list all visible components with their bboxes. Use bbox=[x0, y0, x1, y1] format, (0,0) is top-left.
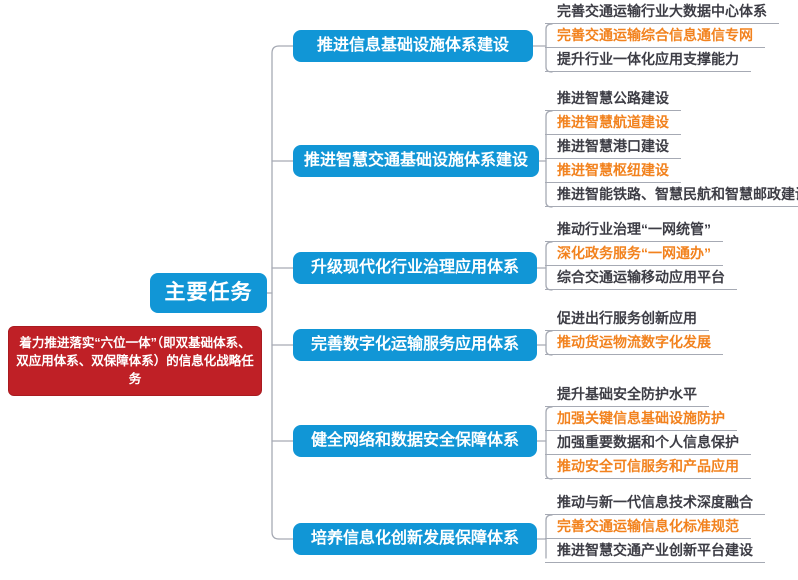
note-box-strategy: 着力推进落实“六位一体”（即双基础体系、双应用体系、双保障体系）的信息化战略任务 bbox=[8, 326, 262, 397]
leaf-node-highlight: 完善交通运输信息化标准规范 bbox=[545, 515, 751, 539]
task-node-2: 推进智慧交通基础设施体系建设 bbox=[293, 145, 539, 177]
leaf-node-highlight: 推动安全可信服务和产品应用 bbox=[545, 455, 751, 479]
task-node-4: 完善数字化运输服务应用体系 bbox=[293, 329, 537, 361]
leaf-node-highlight: 深化政务服务“一网通办” bbox=[545, 242, 723, 266]
leaf-node-highlight: 推进智慧枢纽建设 bbox=[545, 159, 681, 183]
leaf-node: 推进智慧公路建设 bbox=[545, 87, 681, 111]
leaf-node: 推动与新一代信息技术深度融合 bbox=[545, 491, 765, 515]
leaf-node: 综合交通运输移动应用平台 bbox=[545, 266, 737, 290]
root-node-main-tasks: 主要任务 bbox=[150, 273, 267, 313]
leaf-node: 推进智慧交通产业创新平台建设 bbox=[545, 539, 765, 563]
task-node-3: 升级现代化行业治理应用体系 bbox=[293, 252, 537, 284]
leaf-node-highlight: 推动货运物流数字化发展 bbox=[545, 331, 723, 355]
task-node-6: 培养信息化创新发展保障体系 bbox=[293, 523, 537, 555]
leaf-node: 加强重要数据和个人信息保护 bbox=[545, 431, 751, 455]
leaf-node: 促进出行服务创新应用 bbox=[545, 307, 709, 331]
leaf-node-highlight: 推进智慧航道建设 bbox=[545, 111, 681, 135]
task-node-5: 健全网络和数据安全保障体系 bbox=[293, 425, 537, 457]
leaf-node: 完善交通运输行业大数据中心体系 bbox=[545, 0, 779, 24]
task-node-1: 推进信息基础设施体系建设 bbox=[293, 30, 533, 62]
leaf-node-highlight: 完善交通运输综合信息通信专网 bbox=[545, 24, 765, 48]
leaf-node: 提升基础安全防护水平 bbox=[545, 383, 709, 407]
leaf-node: 提升行业一体化应用支撑能力 bbox=[545, 48, 751, 72]
leaf-node-highlight: 加强关键信息基础设施防护 bbox=[545, 407, 737, 431]
leaf-node: 推动行业治理“一网统管” bbox=[545, 218, 723, 242]
leaf-node: 推进智慧港口建设 bbox=[545, 135, 681, 159]
leaf-node: 推进智能铁路、智慧民航和智慧邮政建设 bbox=[545, 183, 798, 207]
